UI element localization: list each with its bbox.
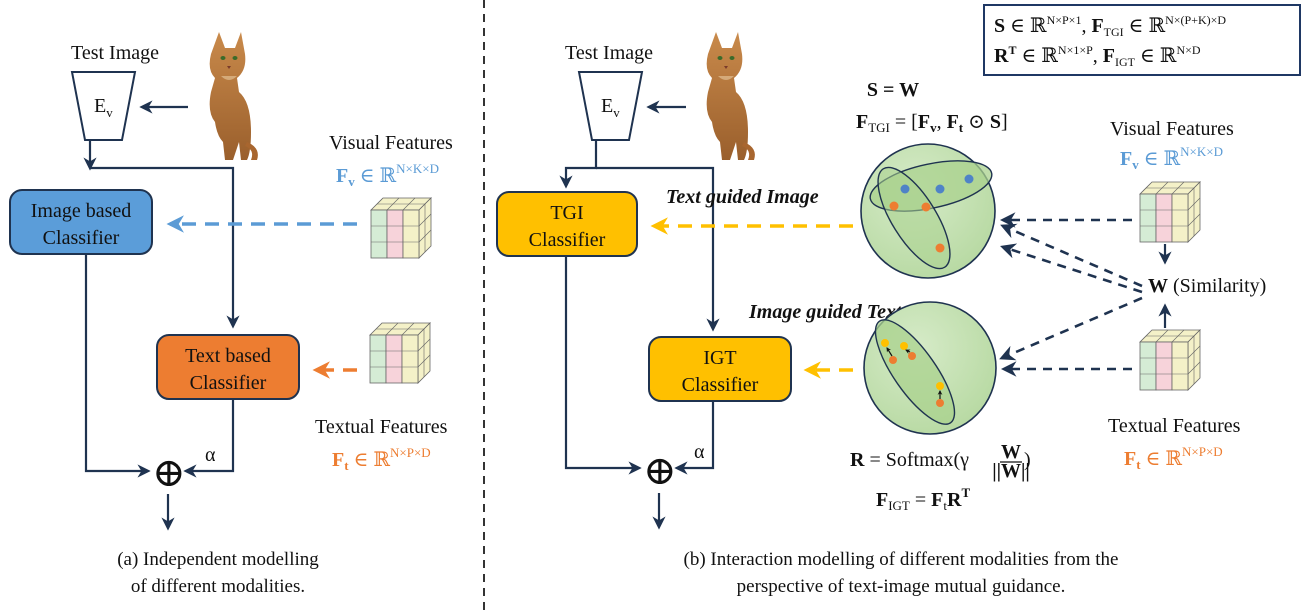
test-image-cat-right bbox=[706, 32, 755, 160]
f-tgi-formula: FTGI = [Fv, Ft ⊙ S] bbox=[856, 111, 1008, 135]
textual-features-math: Ft ∈ ℝN×P×D bbox=[332, 445, 431, 473]
svg-text:of different modalities.: of different modalities. bbox=[131, 576, 305, 597]
sum-symbol-right: ⊕ bbox=[643, 448, 677, 493]
textual-features-cube-right bbox=[1139, 329, 1201, 391]
feature-dot bbox=[889, 356, 897, 364]
alpha-right: α bbox=[694, 441, 705, 463]
image-classifier-to-sum-arrow bbox=[84, 255, 151, 478]
svg-text:Classifier: Classifier bbox=[682, 374, 759, 396]
sum-symbol-left: ⊕ bbox=[152, 450, 186, 495]
textual-features-cube bbox=[369, 322, 431, 384]
svg-text:): ) bbox=[1024, 449, 1031, 471]
encoder-block-right bbox=[577, 71, 644, 141]
alpha-left: α bbox=[205, 444, 216, 466]
visual-features-math-right: Fv ∈ ℝN×K×D bbox=[1120, 144, 1223, 172]
feature-dot bbox=[889, 201, 899, 211]
igt-inner-ellipse bbox=[874, 319, 956, 425]
svg-text:||W||: ||W|| bbox=[992, 460, 1030, 482]
visual-features-label: Visual Features bbox=[329, 132, 453, 154]
feature-dot bbox=[935, 184, 945, 194]
svg-text:Classifier: Classifier bbox=[190, 372, 267, 394]
similarity-to-igt-arrow bbox=[999, 296, 1143, 361]
feature-dot bbox=[935, 243, 945, 253]
igt-to-sum-arrow bbox=[674, 402, 715, 475]
feature-dot bbox=[921, 202, 931, 212]
similarity-to-tgi-arrow-a bbox=[1000, 223, 1143, 288]
encoder-to-igt-arrow bbox=[596, 166, 720, 332]
encoder-to-tgi-arrow bbox=[559, 141, 598, 189]
text-based-classifier bbox=[156, 334, 300, 400]
s-equals-w: S = W bbox=[867, 79, 919, 101]
svg-text:perspective of text-image mutu: perspective of text-image mutual guidanc… bbox=[737, 576, 1066, 597]
left-panel: Test Image Ev Image based Classifier Tex… bbox=[9, 32, 453, 597]
text-guided-image-label: Text guided Image bbox=[666, 186, 819, 208]
svg-text:Ev: Ev bbox=[601, 95, 620, 120]
test-image-cat bbox=[209, 32, 258, 160]
svg-text:(a) Independent modelling: (a) Independent modelling bbox=[117, 549, 319, 570]
visual-features-label-right: Visual Features bbox=[1110, 118, 1234, 140]
svg-text:Text based: Text based bbox=[185, 345, 271, 367]
tgi-inner-ellipse-b bbox=[877, 166, 951, 270]
dimension-line-1: S ∈ ℝN×P×1, FTGI ∈ ℝN×(P+K)×D bbox=[994, 13, 1226, 39]
text-classifier-to-sum-arrow bbox=[183, 400, 235, 478]
visual-features-math: Fv ∈ ℝN×K×D bbox=[336, 161, 439, 189]
encoder-block bbox=[70, 71, 137, 141]
similarity-to-tgi-arrow-b bbox=[1000, 243, 1143, 294]
encoder-to-text-classifier-arrow bbox=[90, 166, 240, 329]
dimension-line-2: RT ∈ ℝN×1×P, FIGT ∈ ℝN×D bbox=[994, 43, 1201, 69]
feature-dot bbox=[881, 339, 889, 347]
feature-dot bbox=[908, 352, 916, 360]
tgi-to-sum-arrow bbox=[564, 257, 642, 475]
test-image-label-right: Test Image bbox=[565, 42, 653, 64]
svg-text:(b) Interaction modelling of d: (b) Interaction modelling of different m… bbox=[684, 549, 1119, 570]
feature-dot bbox=[964, 174, 974, 184]
dimension-box bbox=[983, 4, 1301, 76]
svg-text:W: W bbox=[1001, 441, 1021, 463]
image-guided-text-label: Image guided Text bbox=[748, 301, 903, 323]
svg-text:Classifier: Classifier bbox=[529, 229, 606, 251]
tgi-classifier bbox=[496, 191, 638, 257]
svg-text:Image based: Image based bbox=[31, 200, 132, 222]
right-panel: Test Image Ev TGI Classifier IGT Classif… bbox=[496, 4, 1301, 597]
feature-dot bbox=[936, 382, 944, 390]
igt-classifier bbox=[648, 336, 792, 402]
textual-features-math-right: Ft ∈ ℝN×P×D bbox=[1124, 444, 1223, 472]
image-based-classifier bbox=[9, 189, 153, 255]
feature-dot bbox=[900, 184, 910, 194]
test-image-label: Test Image bbox=[71, 42, 159, 64]
svg-text:Classifier: Classifier bbox=[43, 227, 120, 249]
feature-dot bbox=[900, 342, 908, 350]
textual-features-label: Textual Features bbox=[315, 416, 448, 438]
feature-dot bbox=[936, 399, 944, 407]
visual-features-cube bbox=[370, 197, 432, 259]
r-formula: R = Softmax(γ bbox=[850, 449, 969, 471]
visual-features-cube-right bbox=[1139, 181, 1201, 243]
similarity-label: W (Similarity) bbox=[1148, 275, 1266, 297]
f-igt-formula: FIGT = FtRT bbox=[876, 485, 970, 513]
textual-features-label-right: Textual Features bbox=[1108, 415, 1241, 437]
svg-text:TGI: TGI bbox=[550, 202, 583, 224]
svg-text:Ev: Ev bbox=[94, 95, 113, 120]
svg-text:IGT: IGT bbox=[703, 347, 736, 369]
